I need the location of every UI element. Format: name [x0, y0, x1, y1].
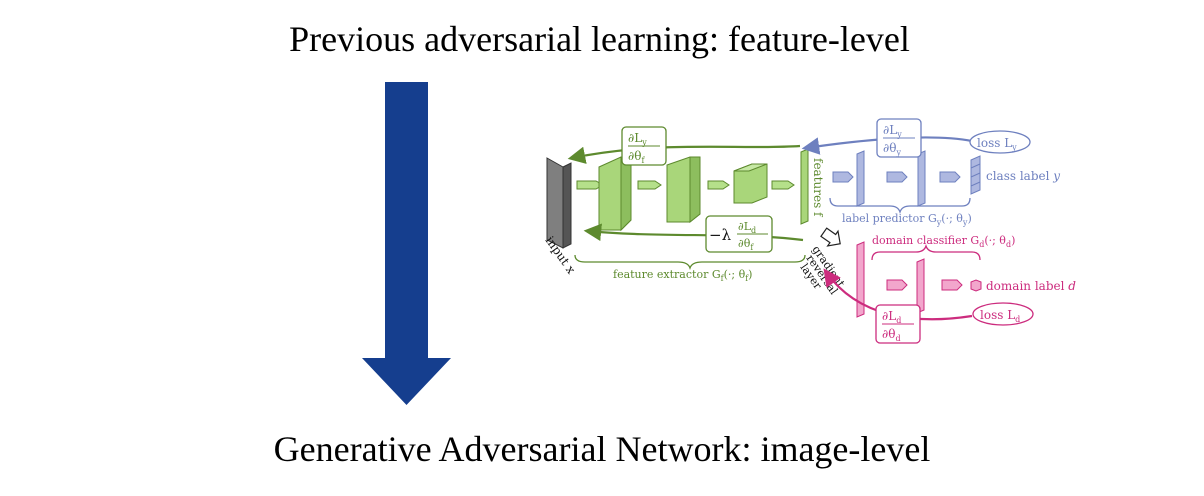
grad-ly-box-y: ∂Ly ∂θy [876, 118, 922, 158]
svg-text:∂θd: ∂θd [882, 327, 901, 343]
svg-text:∂θf: ∂θf [628, 149, 645, 165]
class-label: class label y [986, 169, 1060, 183]
label-predictor-label: label predictor Gy(·; θy) [842, 212, 972, 227]
svg-text:∂Ld: ∂Ld [882, 309, 901, 325]
feature-extractor-label: feature extractor Gf(·; θf) [613, 268, 752, 283]
svg-text:loss Ld: loss Ld [980, 308, 1020, 324]
svg-text:−λ: −λ [709, 226, 732, 244]
svg-text:∂θf: ∂θf [738, 237, 754, 252]
svg-text:∂θy: ∂θy [883, 141, 901, 157]
grad-ld-arrow-green [583, 223, 804, 242]
input-layer [546, 157, 572, 249]
svg-text:loss Ly: loss Ly [977, 136, 1017, 152]
domain-classifier-layers [856, 241, 982, 318]
grad-ly-box-f: ∂Ly ∂θf [621, 126, 667, 166]
bottom-heading: Generative Adversarial Network: image-le… [273, 429, 931, 469]
features-label: features f [811, 158, 825, 218]
svg-text:∂Ly: ∂Ly [628, 131, 647, 147]
svg-text:∂Ly: ∂Ly [883, 123, 902, 139]
feature-extractor-brace [574, 254, 806, 271]
feature-extractor-layers [576, 148, 809, 232]
domain-classifier-brace [871, 243, 981, 261]
loss-y-node: loss Ly [969, 130, 1031, 154]
loss-d-node: loss Ld [972, 302, 1034, 326]
top-heading: Previous adversarial learning: feature-l… [289, 19, 910, 59]
label-predictor-layers [832, 150, 981, 207]
gradient-reversal-icon [820, 227, 841, 247]
domain-label: domain label d [986, 279, 1076, 293]
grad-ly-arrow-green [567, 144, 801, 164]
down-arrow-shape [362, 82, 451, 405]
domain-classifier-label: domain classifier Gd(·; θd) [872, 234, 1015, 249]
label-predictor-brace [829, 197, 971, 215]
minus-lambda-box: −λ ∂Ld ∂θf [705, 215, 773, 253]
svg-text:∂Ld: ∂Ld [738, 220, 756, 235]
grad-ld-box-d: ∂Ld ∂θd [875, 304, 921, 344]
